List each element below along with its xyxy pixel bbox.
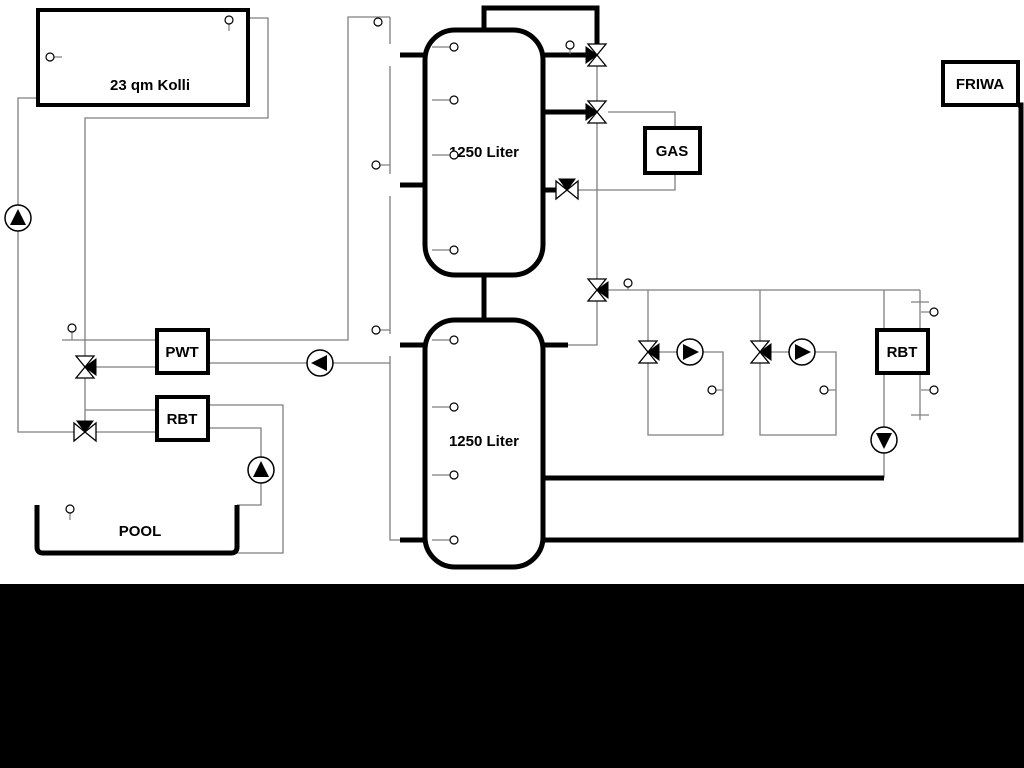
gas-boiler: GAS [643,126,702,175]
tank-top-sensor-3-icon [432,150,459,160]
solar-pwt-valve-icon [75,355,97,379]
pwt-body [155,328,210,375]
gas-return-valve-icon [555,178,579,200]
tank-bottom-sensor-1-icon [432,335,459,345]
pipe-rbt-to-pool-return [208,404,284,554]
tank-top-body [422,27,546,278]
rbt-right-label: RBT [887,344,918,361]
tank-top-sensor-2-icon [432,95,459,105]
manifold-mid-sensor-icon [371,160,390,170]
riser-top-sensor-icon [921,307,939,317]
heating-supply-valve-icon [587,278,609,302]
temperature-sensors [45,15,939,545]
solar-rbt-valve-icon [73,420,97,442]
rbt-right-pump-icon [870,426,898,454]
pipe-right-manifold [568,66,598,346]
bottom-mask [0,584,1024,768]
rbt-left-label: RBT [167,411,198,428]
pwt-inlet-sensor-icon [67,323,77,340]
pipe-friwa-main [543,102,1024,543]
pwt-label: PWT [165,344,198,361]
pool-label: POOL [119,523,162,540]
pool: POOL [34,505,240,556]
tank-top-sensor-4-icon [432,245,459,255]
pwt-heat-exchanger: PWT [155,328,210,375]
heating-circuit-2-pump-icon [788,338,816,366]
pipe-gas-loop [578,111,676,191]
friwa-body [941,60,1020,107]
rbt-left-body [155,395,210,442]
collector-label: 23 qm Kolli [110,77,190,94]
manifold-top-sensor-icon [373,17,383,27]
tank-top-valve-1-icon [585,43,607,67]
collector-pump-icon [4,204,32,232]
rbt-right-body [875,328,930,375]
manifold-low-sensor-icon [371,325,390,335]
pipe-left-manifold [389,17,400,541]
friwa-label: FRIWA [956,76,1004,93]
tank-top-sensor-1-icon [432,42,459,52]
gas-body [643,126,702,175]
pwt-charge-pump-icon [306,349,334,377]
pool-pump-icon [247,456,275,484]
collector-body [36,8,250,107]
pipe-tank-right-stubs [543,52,587,348]
riser-bottom-sensor-icon [921,385,939,395]
pipe-tank-top-feed [481,5,600,44]
collector-top-sensor-icon [224,15,234,31]
pool-basin [34,505,240,556]
collector-side-sensor-icon [45,52,62,62]
rbt-left-heat-exchanger: RBT [155,395,210,442]
pipe-pwt-to-manifold-top [208,16,390,341]
buffer-tank-bottom: 1250 Liter [422,317,546,570]
pool-sensor-icon [65,504,75,520]
gas-label: GAS [656,143,689,160]
heating-circuit-2-sensor-icon [819,385,836,395]
tank-top-valve-2-icon [585,100,607,124]
heating-supply-sensor-icon [623,278,633,290]
buffer-tank-top: 1250 Liter [422,27,546,278]
tank-top-outlet-sensor-icon [565,40,575,54]
rbt-right-heat-exchanger: RBT [875,328,930,375]
heating-circuit-1-mixing-valve-icon [638,340,660,364]
pipe-collector-supply [84,17,269,356]
pipes-secondary [17,16,929,554]
friwa-station: FRIWA [941,60,1020,107]
tank-bottom-label: 1250 Liter [449,433,519,450]
tank-bottom-sensor-3-icon [432,470,459,480]
heating-circuit-1-sensor-icon [707,385,723,395]
tank-bottom-sensor-2-icon [432,402,459,412]
pipe-collector-return [17,97,74,433]
tank-top-label: 1250 Liter [449,144,519,161]
tank-bottom-sensor-4-icon [432,535,459,545]
solar-collector: 23 qm Kolli [36,8,250,107]
heating-circuit-2-mixing-valve-icon [750,340,772,364]
heating-circuit-1-pump-icon [676,338,704,366]
tank-bottom-body [422,317,546,570]
pipe-tank-left-stubs [400,52,426,543]
